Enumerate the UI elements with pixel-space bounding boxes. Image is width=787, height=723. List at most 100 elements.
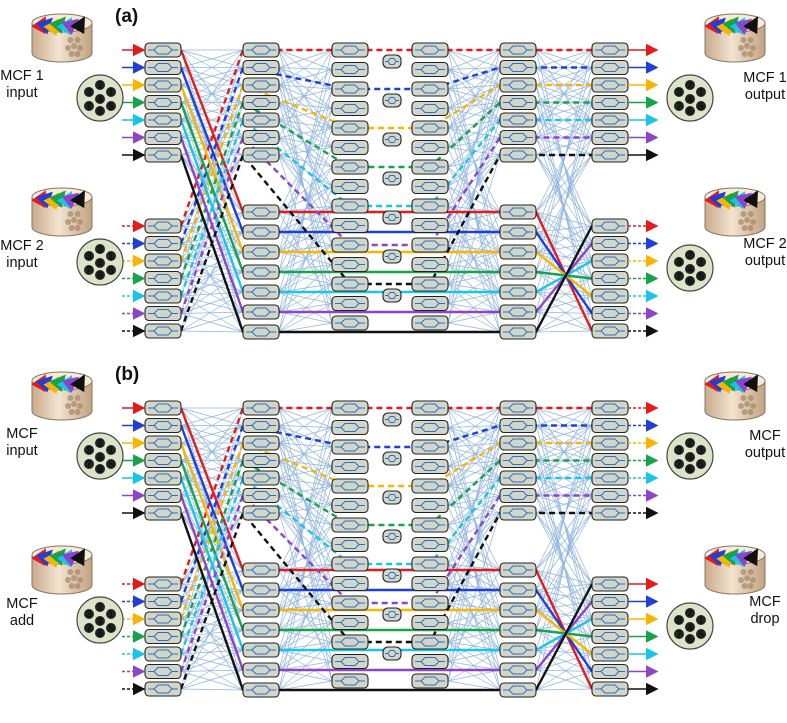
switch-element	[242, 112, 280, 128]
core-number: 3	[86, 610, 92, 621]
core-hole	[741, 583, 748, 589]
switch-element	[591, 270, 629, 287]
small-switch	[382, 646, 402, 661]
core-hole	[738, 219, 744, 225]
switch-element	[242, 487, 280, 504]
core-number: 1	[108, 88, 114, 99]
switch-element	[411, 478, 449, 494]
core-hole	[77, 45, 83, 51]
core-hole	[747, 583, 754, 589]
core	[685, 106, 695, 116]
core-hole	[740, 569, 747, 575]
switch-element	[331, 556, 369, 572]
switch-element	[331, 517, 369, 533]
switch-element	[144, 593, 182, 610]
core	[106, 265, 116, 275]
signal-route	[179, 406, 592, 585]
core	[674, 445, 684, 455]
core	[106, 87, 116, 97]
core	[696, 629, 706, 639]
switch-element	[411, 614, 449, 631]
core-number: 3	[86, 88, 92, 99]
core	[685, 452, 695, 462]
core	[106, 623, 116, 633]
switch-element	[242, 435, 280, 451]
core-number: 2	[687, 251, 693, 262]
switch-element	[242, 244, 280, 260]
core-number: 6	[687, 277, 693, 288]
switch-element	[591, 663, 629, 680]
switch-element	[411, 120, 449, 136]
interconnect-mesh	[447, 407, 501, 691]
core-number: 4	[687, 95, 693, 106]
signal-route	[179, 153, 592, 332]
switch-element	[499, 77, 537, 93]
core-hole	[77, 403, 83, 409]
switch-element	[499, 94, 537, 111]
core-hole	[74, 37, 81, 43]
fiber-label-line: drop	[750, 611, 779, 627]
core	[95, 628, 105, 638]
core-number: 2	[97, 439, 103, 450]
core	[106, 445, 116, 455]
core-number: 3	[86, 446, 92, 457]
switch-element	[144, 147, 182, 163]
fiber-cylinder	[704, 13, 766, 63]
switch-element	[331, 237, 369, 253]
core-hole	[747, 569, 754, 575]
switch-element	[331, 614, 369, 631]
switch-element	[591, 417, 629, 434]
switch-element	[411, 575, 449, 592]
switch-element	[411, 634, 449, 650]
core-hole	[747, 37, 754, 43]
core-number: 5	[698, 102, 704, 113]
switch-element	[591, 218, 629, 234]
channel-arrow-icon	[70, 374, 85, 393]
small-switch	[382, 288, 402, 303]
core	[685, 634, 695, 644]
switch-element	[331, 419, 369, 436]
switch-element	[591, 323, 629, 339]
core-number: 2	[97, 245, 103, 256]
switch-element	[242, 582, 280, 598]
core-hole	[65, 219, 71, 225]
core	[106, 101, 116, 111]
switch-element	[331, 439, 369, 455]
switch-element	[411, 536, 449, 553]
core	[674, 257, 684, 267]
core-hole	[74, 395, 81, 401]
core-number: 1	[698, 446, 704, 457]
core-hole	[67, 395, 74, 401]
switch-element	[242, 304, 280, 320]
switch-element	[411, 256, 449, 273]
core-hole	[741, 225, 748, 231]
core-number: 2	[97, 603, 103, 614]
core-hole	[750, 577, 756, 583]
switch-element	[331, 81, 369, 97]
interconnect-mesh	[278, 49, 333, 333]
switch-element	[242, 94, 280, 111]
core	[674, 629, 684, 639]
core-hole	[744, 401, 750, 407]
core	[685, 622, 695, 632]
core-hole	[750, 403, 756, 409]
core	[95, 244, 105, 254]
core	[674, 271, 684, 281]
panel-label: (a)	[115, 6, 138, 27]
core-hole	[74, 211, 81, 217]
fiber-cylinder	[31, 545, 93, 595]
core-number: 5	[698, 630, 704, 641]
panel-label: (b)	[115, 364, 139, 385]
switch-element	[144, 59, 182, 76]
core-number: 2	[687, 81, 693, 92]
core	[696, 87, 706, 97]
core	[696, 459, 706, 469]
switch-element	[411, 517, 449, 533]
switch-element	[242, 662, 280, 678]
switch-element	[144, 435, 182, 451]
core	[84, 459, 94, 469]
core-number: 7	[86, 460, 92, 471]
